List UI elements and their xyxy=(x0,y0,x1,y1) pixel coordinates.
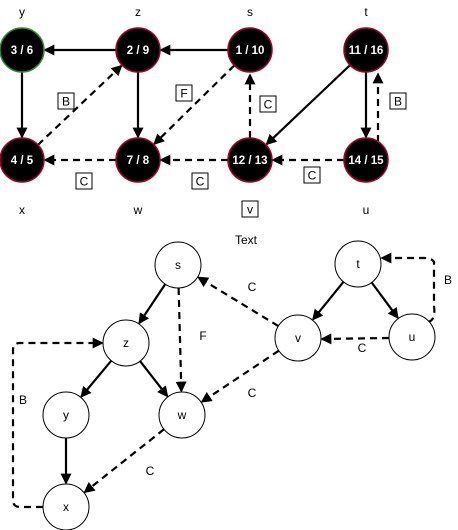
node-timestamp-label: 14 / 15 xyxy=(348,155,384,167)
top-edge-s-to-w xyxy=(153,64,236,146)
edge-tag-label: C xyxy=(264,98,273,112)
bottom-edge-tag-x-to-z: B xyxy=(19,393,27,407)
top-edge-tag-s-to-w: F xyxy=(175,84,193,102)
bottom-edge-tag-v-to-s: C xyxy=(248,280,257,294)
edge-tag-label: C xyxy=(80,175,89,189)
bottom-node-v: v xyxy=(274,314,322,362)
top-var-label-z: z xyxy=(135,5,141,19)
nodes-layer: 3 / 6 y 2 / 9 z 1 / 10 s 11 / 16 t 4 / 5 x 7 / 8 w 1… xyxy=(0,5,436,530)
top-edge-tag-x-to-z: B xyxy=(57,92,75,110)
bottom-node-y: y xyxy=(42,391,90,439)
bottom-edge-u-to-t xyxy=(380,252,436,324)
top-node-v: 12 / 13 xyxy=(227,137,273,183)
top-edge-tag-v-to-w: C xyxy=(191,172,209,190)
bottom-edge-v-to-w xyxy=(200,349,280,403)
edge-tag-label: B xyxy=(394,95,402,109)
node-label: w xyxy=(177,408,187,422)
top-edge-x-to-z xyxy=(37,64,123,146)
top-edge-tag-u-to-v: C xyxy=(303,166,321,184)
bottom-edge-tag-w-to-x: C xyxy=(146,464,155,478)
top-edge-t-to-v xyxy=(265,64,351,146)
bottom-node-w: w xyxy=(158,391,206,439)
top-var-label-s: s xyxy=(247,5,253,19)
bottom-node-u: u xyxy=(388,313,436,361)
node-timestamp-label: 11 / 16 xyxy=(349,45,384,57)
top-node-u: 14 / 15 xyxy=(343,137,389,183)
bottom-edge-tag-v-to-w: C xyxy=(248,386,257,400)
bottom-edge-tag-u-to-t: B xyxy=(444,273,452,287)
top-var-label-y: y xyxy=(19,5,25,19)
top-node-t: 11 / 16 xyxy=(343,27,389,73)
bottom-edge-t-to-v xyxy=(312,281,345,321)
edge-tag-label: C xyxy=(196,175,205,189)
edges-layer xyxy=(11,44,436,509)
node-timestamp-label: 4 / 5 xyxy=(11,155,34,167)
top-node-z: 2 / 9 xyxy=(115,27,161,73)
bottom-edge-s-to-z xyxy=(138,283,167,325)
node-label: x xyxy=(63,500,69,514)
bottom-edge-z-to-w xyxy=(139,360,169,398)
top-node-s: 1 / 10 xyxy=(227,27,273,73)
bottom-edge-tag-s-to-w: F xyxy=(199,329,206,343)
free-text-label: Text xyxy=(235,233,258,247)
bottom-edge-v-to-s xyxy=(197,276,279,327)
bottom-edge-z-to-y xyxy=(80,359,113,398)
node-timestamp-label: 1 / 10 xyxy=(236,45,265,57)
node-timestamp-label: 12 / 13 xyxy=(232,155,267,167)
bottom-node-t: t xyxy=(334,240,382,288)
top-node-w: 7 / 8 xyxy=(115,137,161,183)
edge-tag-label: B xyxy=(62,95,70,109)
node-label: v xyxy=(295,331,301,345)
node-label: z xyxy=(123,336,129,350)
top-var-label-v: v xyxy=(241,200,259,218)
top-node-y: 3 / 6 xyxy=(0,27,45,73)
node-label: u xyxy=(409,330,416,344)
bottom-node-x: x xyxy=(42,483,90,530)
top-edge-tag-u-to-t: B xyxy=(389,92,407,110)
top-edge-tag-v-to-s: C xyxy=(259,95,277,113)
top-var-label-t: t xyxy=(364,5,368,19)
bottom-edge-t-to-u xyxy=(370,281,399,320)
node-label: y xyxy=(63,408,69,422)
top-node-x: 4 / 5 xyxy=(0,137,45,183)
node-label: s xyxy=(175,258,181,272)
top-var-label-u: u xyxy=(363,203,370,217)
bottom-edge-w-to-x xyxy=(83,428,165,494)
bottom-edge-u-to-v xyxy=(320,333,390,345)
node-timestamp-label: 3 / 6 xyxy=(11,45,33,57)
edge-tag-label: F xyxy=(180,87,187,101)
top-edge-tag-w-to-x: C xyxy=(75,172,93,190)
edge-tags-layer: B F C B C C C F C B C C C B xyxy=(19,84,452,478)
node-timestamp-label: 2 / 9 xyxy=(127,45,149,57)
node-label: t xyxy=(356,257,360,271)
top-var-label-w: w xyxy=(133,203,143,217)
bottom-node-s: s xyxy=(154,241,202,289)
node-timestamp-label: 7 / 8 xyxy=(127,155,150,167)
bottom-edge-x-to-z xyxy=(11,337,104,509)
svg-text:v: v xyxy=(247,203,253,217)
top-var-label-x: x xyxy=(19,203,25,217)
bottom-node-z: z xyxy=(102,319,150,367)
bottom-edge-tag-u-to-v: C xyxy=(358,341,367,355)
edge-tag-label: C xyxy=(308,169,317,183)
bottom-edge-s-to-w xyxy=(175,287,187,393)
